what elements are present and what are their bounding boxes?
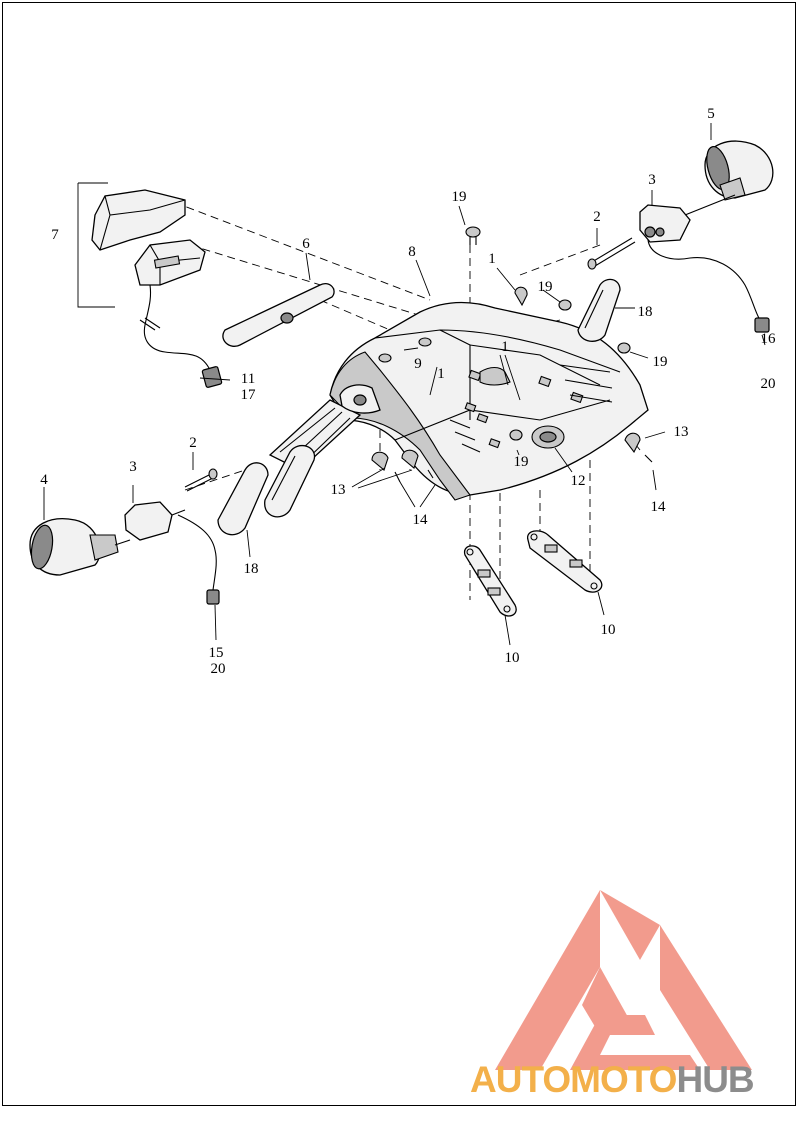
bolt-right	[587, 237, 636, 270]
callout-19-top: 19	[452, 189, 467, 205]
callout-19-lower: 19	[514, 454, 529, 470]
callout-4: 4	[40, 472, 48, 488]
bolt-left	[184, 468, 218, 492]
callout-14-left: 14	[413, 512, 429, 528]
callout-12: 12	[571, 473, 586, 489]
callout-labels: 5 3 19 2 7 6 8 1 19 18 1 19 9 1 11 17 16…	[40, 106, 776, 677]
callout-10-right: 10	[601, 622, 616, 638]
turn-signal-left	[29, 518, 131, 576]
callout-7: 7	[51, 227, 59, 243]
reflector-left	[217, 444, 316, 536]
callout-19-mid: 19	[538, 279, 553, 295]
callout-13-right: 13	[674, 424, 689, 440]
brand-automoto: AUTOMOTO	[470, 1059, 677, 1100]
harness-arms	[268, 384, 381, 471]
bracket-left	[463, 545, 517, 617]
callout-1-center: 1	[501, 339, 509, 355]
callout-11: 11	[241, 371, 255, 387]
callout-6: 6	[302, 236, 310, 252]
turn-signal-right	[684, 140, 774, 216]
callout-3-left: 3	[129, 459, 137, 475]
callout-19-right: 19	[653, 354, 668, 370]
diagram-frame	[2, 2, 796, 1106]
callout-18-left: 18	[244, 561, 259, 577]
callout-2-left: 2	[189, 435, 197, 451]
automotohub-logo-wordmark: AUTOMOTOHUB	[470, 1060, 795, 1100]
callout-9: 9	[414, 356, 422, 372]
leader-lines	[43, 123, 766, 646]
callout-8: 8	[408, 244, 416, 260]
callout-15: 15	[209, 645, 224, 661]
automotohub-logo-mark	[495, 890, 752, 1070]
callout-10-left: 10	[505, 650, 520, 666]
callout-14-right: 14	[651, 499, 667, 515]
hardware-fasteners	[371, 226, 653, 483]
callout-20-right: 20	[761, 376, 776, 392]
callout-1-top: 1	[488, 251, 496, 267]
callout-18-right: 18	[638, 304, 653, 320]
callout-13-left: 13	[331, 482, 346, 498]
callout-17: 17	[241, 387, 257, 403]
callout-16: 16	[761, 331, 777, 347]
callout-3-right: 3	[648, 172, 656, 188]
callout-20-left: 20	[211, 661, 226, 677]
mount-bar	[222, 283, 335, 347]
bracket-right	[527, 530, 603, 593]
reflector-right	[577, 278, 621, 342]
callout-2-right: 2	[593, 209, 601, 225]
signal-mount-right	[639, 204, 770, 333]
callout-5: 5	[707, 106, 715, 122]
brand-hub: HUB	[676, 1059, 754, 1100]
signal-mount-left	[124, 501, 220, 605]
license-light-assembly	[77, 182, 223, 388]
callout-1-left: 1	[437, 366, 445, 382]
